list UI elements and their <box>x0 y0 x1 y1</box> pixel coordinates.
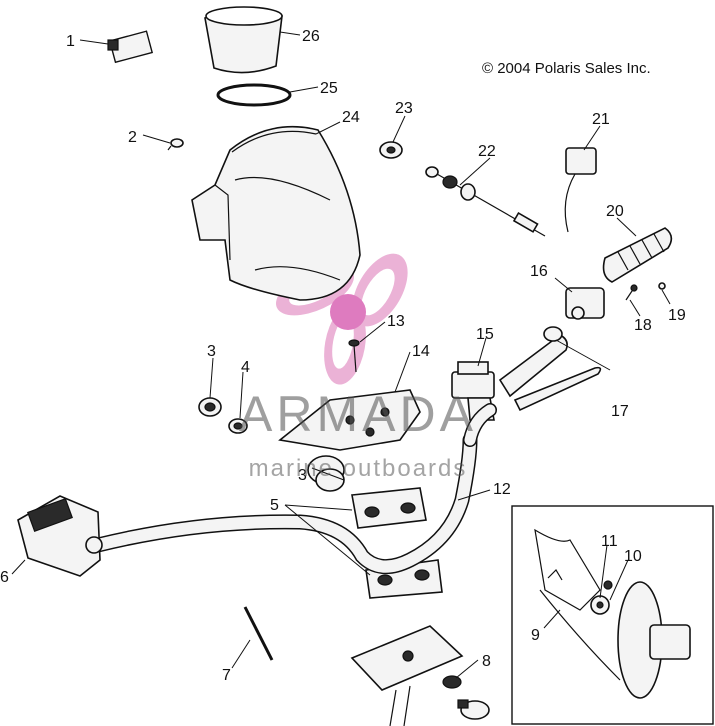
part-2-screw <box>167 138 184 151</box>
callout-25: 25 <box>320 80 338 97</box>
callout-24: 24 <box>342 109 360 126</box>
part-6-switch-housing <box>17 495 103 577</box>
callout-7: 7 <box>222 667 231 684</box>
hose-clamp <box>457 699 490 720</box>
part-22-cable-assembly <box>425 166 546 237</box>
inset-detail-box <box>511 505 714 725</box>
part-17-grip-lever <box>498 326 602 412</box>
part-7-tie-strap <box>243 606 274 661</box>
callout-3-lower: 3 <box>298 467 307 484</box>
part-1-clip <box>107 30 154 64</box>
part-14-bracket <box>278 389 421 451</box>
part-21-switch <box>564 147 597 233</box>
part-19-nut <box>658 282 666 290</box>
part-16-throttle-block <box>565 287 605 320</box>
callout-8: 8 <box>482 653 491 670</box>
callout-26: 26 <box>302 28 320 45</box>
part-12-handlebar <box>90 403 497 574</box>
callout-10: 10 <box>624 548 642 565</box>
callout-22: 22 <box>478 143 496 160</box>
part-5-upper-clamp <box>351 487 427 529</box>
copyright-notice: © 2004 Polaris Sales Inc. <box>482 60 651 77</box>
callout-20: 20 <box>606 203 624 220</box>
callout-11: 11 <box>601 533 618 550</box>
callout-6: 6 <box>0 569 9 586</box>
callout-4: 4 <box>241 359 250 376</box>
part-26-cap <box>204 6 283 74</box>
part-13-bolt <box>348 339 360 373</box>
part-4-washer <box>228 418 248 434</box>
leader-lines <box>11 31 671 679</box>
mounting-plate <box>350 625 464 726</box>
callout-9: 9 <box>531 627 540 644</box>
part-18-screw <box>625 284 638 301</box>
callout-14: 14 <box>412 343 430 360</box>
callout-21: 21 <box>592 111 610 128</box>
callout-5: 5 <box>270 497 279 514</box>
callout-3-upper: 3 <box>207 343 216 360</box>
callout-13: 13 <box>387 313 405 330</box>
part-24-housing <box>191 125 361 301</box>
watermark-subtitle: marine outboards <box>248 455 468 482</box>
part-23-washer <box>379 141 403 159</box>
callout-19: 19 <box>668 307 686 324</box>
part-3-fastener-lower <box>307 455 345 492</box>
callout-18: 18 <box>634 317 652 334</box>
callout-numbers: 1 2 3 4 3 5 6 7 8 9 10 11 12 13 14 15 16… <box>0 28 686 684</box>
callout-12: 12 <box>493 481 511 498</box>
callout-17: 17 <box>611 403 629 420</box>
callout-23: 23 <box>395 100 413 117</box>
part-8-nut <box>442 675 462 689</box>
watermark-title: ARMADA <box>239 386 477 442</box>
callout-16: 16 <box>530 263 548 280</box>
callout-1: 1 <box>66 33 75 50</box>
callout-2: 2 <box>128 129 137 146</box>
callout-15: 15 <box>476 326 494 343</box>
part-20-grip <box>602 227 673 283</box>
part-3-grommet <box>198 397 222 417</box>
part-25-ring <box>216 83 292 107</box>
